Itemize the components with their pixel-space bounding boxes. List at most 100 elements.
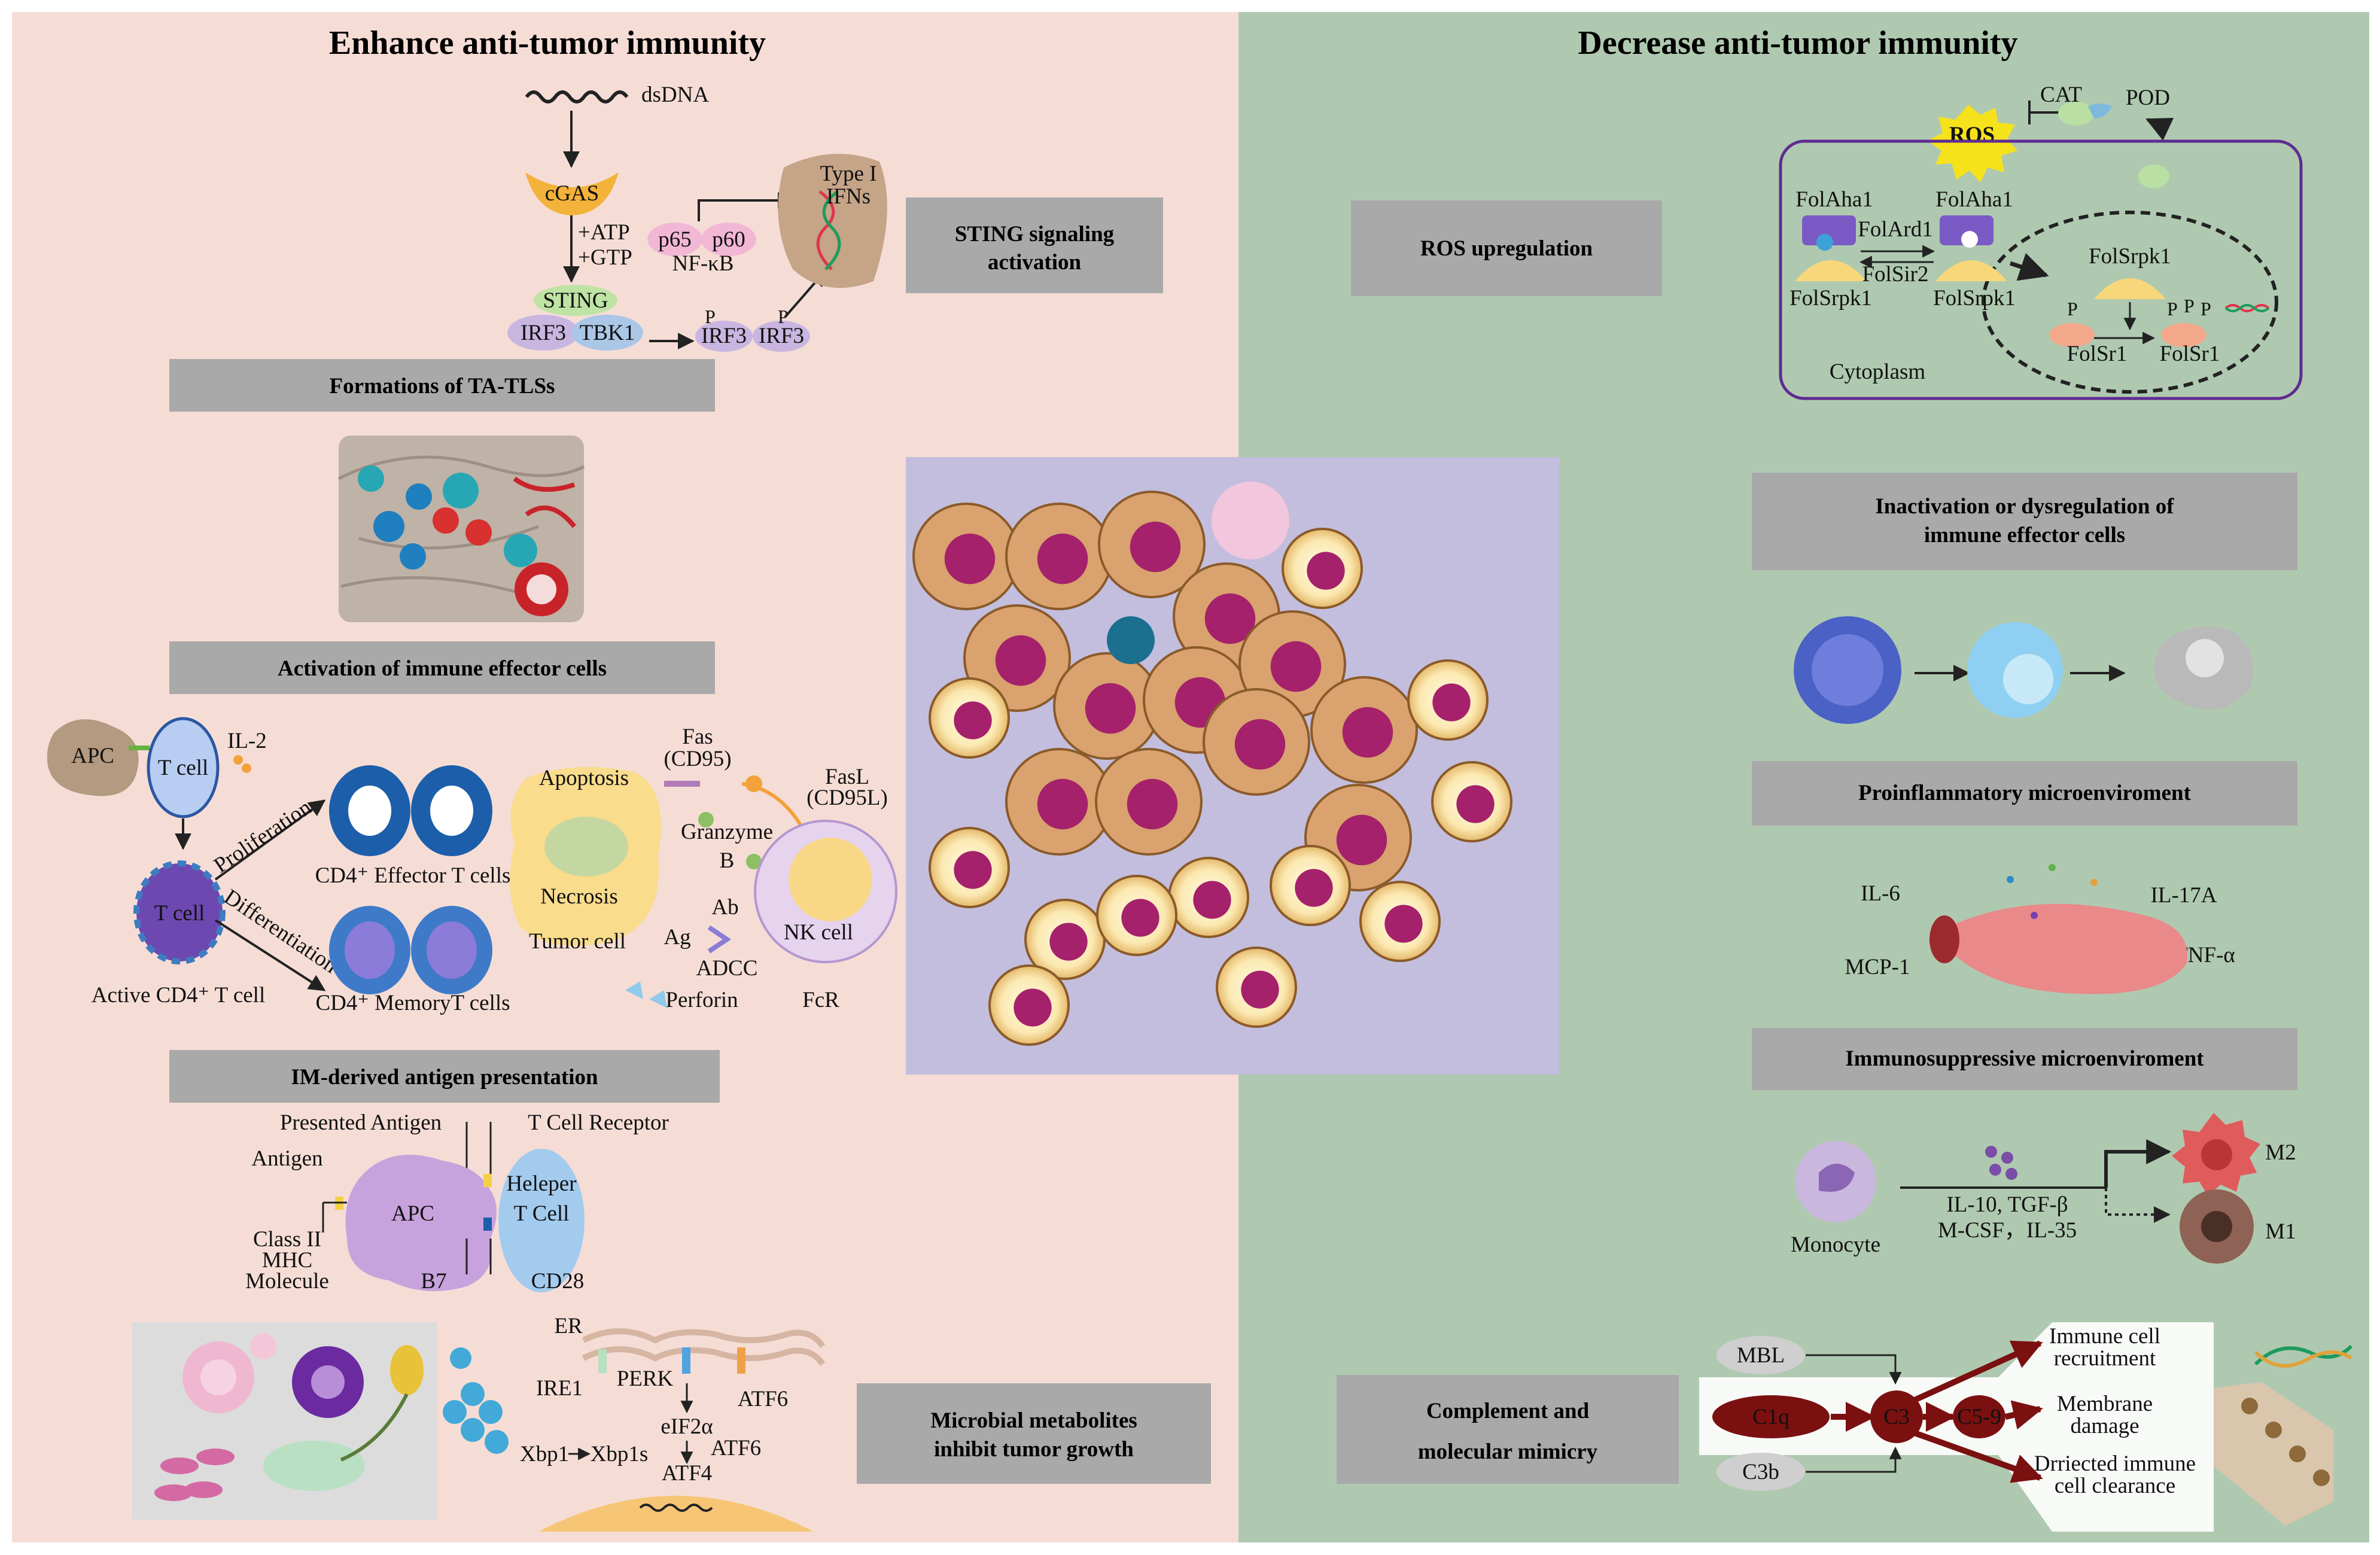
svg-text:FolSrpk1: FolSrpk1 [1933, 286, 2016, 311]
dsdna-helix-icon [525, 90, 629, 104]
svg-text:CD4⁺ Effector T cells: CD4⁺ Effector T cells [315, 863, 511, 888]
svg-text:P: P [2067, 298, 2078, 319]
irf3-p-icon-2 [753, 321, 810, 352]
svg-text:FolArd1: FolArd1 [1858, 217, 1932, 242]
svg-text:recruitment: recruitment [2054, 1346, 2156, 1371]
svg-text:M1: M1 [2265, 1219, 2296, 1244]
sting-pathway: dsDNA cGAS +ATP +GTP STING IRF3 TBK1 p65… [507, 83, 887, 352]
svg-text:B7: B7 [421, 1269, 446, 1294]
svg-text:(CD95L): (CD95L) [806, 786, 888, 810]
svg-text:FolSr1: FolSr1 [2160, 342, 2220, 366]
svg-text:FolSrpk1: FolSrpk1 [1789, 286, 1872, 311]
svg-text:Monocyte: Monocyte [1791, 1233, 1880, 1257]
svg-text:Cytoplasm: Cytoplasm [1830, 360, 1926, 384]
microbes-illustration [132, 1322, 509, 1520]
ros-burst-icon [1928, 105, 2017, 182]
svg-text:Type I: Type I [820, 162, 876, 186]
svg-text:activation: activation [988, 250, 1082, 275]
svg-text:Granzyme: Granzyme [681, 820, 773, 844]
svg-text:NK cell: NK cell [784, 920, 853, 945]
svg-text:P: P [2201, 298, 2211, 319]
svg-text:eIF2α: eIF2α [661, 1414, 713, 1439]
nucleus-ifn-icon [778, 154, 887, 288]
svg-text:IRF3: IRF3 [521, 321, 566, 345]
cell-membrane [1779, 139, 2303, 400]
svg-text:damage: damage [2070, 1414, 2139, 1438]
activation-panel: APC T cell IL-2 T cell Active CD4⁺ T cel… [47, 717, 897, 1015]
box-inactivation: Inactivation or dysregulation of immune … [1752, 473, 2297, 570]
apc-large-icon [345, 1155, 497, 1291]
svg-text:Class II: Class II [253, 1227, 321, 1252]
svg-text:Ab: Ab [711, 895, 738, 920]
cgas-icon [525, 172, 619, 215]
svg-text:IL-17A: IL-17A [2151, 883, 2217, 908]
svg-text:Antigen: Antigen [251, 1146, 322, 1171]
svg-text:IL-2: IL-2 [227, 729, 267, 753]
svg-text:NF-κB: NF-κB [672, 251, 734, 276]
svg-text:inhibit tumor growth: inhibit tumor growth [934, 1437, 1134, 1462]
box-sting: STING signaling activation [906, 197, 1163, 293]
svg-text:M-CSF，IL-35: M-CSF，IL-35 [1938, 1218, 2077, 1243]
p65-protein-icon [647, 223, 702, 256]
svg-text:ATF6: ATF6 [711, 1436, 761, 1460]
svg-text:Xbp1: Xbp1 [520, 1442, 569, 1466]
svg-text:Perforin: Perforin [665, 988, 738, 1012]
svg-text:Activation of immune effector: Activation of immune effector cells [278, 656, 607, 681]
svg-text:Necrosis: Necrosis [540, 884, 617, 909]
svg-text:IL-10, TGF-β: IL-10, TGF-β [1946, 1192, 2068, 1217]
svg-text:Proinflammatory microenviromen: Proinflammatory microenviroment [1858, 781, 2192, 805]
svg-text:T cell: T cell [154, 901, 205, 926]
svg-text:Membrane: Membrane [2057, 1392, 2153, 1416]
svg-text:ER: ER [554, 1314, 583, 1338]
svg-text:T Cell: T Cell [514, 1201, 570, 1226]
svg-text:IL-6: IL-6 [1861, 881, 1900, 906]
svg-text:FolSrpk1: FolSrpk1 [2089, 244, 2171, 269]
svg-text:FolAha1: FolAha1 [1935, 187, 2013, 212]
svg-text:MCP-1: MCP-1 [1845, 955, 1910, 979]
ros-panel: ROS CAT POD FolAha1 FolSrpk1 FolAha1 Fol… [1779, 83, 2303, 400]
svg-text:FolSr1: FolSr1 [2067, 342, 2128, 366]
svg-text:Drriected immune: Drriected immune [2034, 1451, 2196, 1476]
svg-text:ATF4: ATF4 [662, 1461, 712, 1486]
svg-text:Inactivation or dysregulation: Inactivation or dysregulation of [1875, 494, 2174, 519]
svg-text:Heleper: Heleper [506, 1171, 576, 1196]
proinflammatory-panel: IL-6 IL-17A MCP-1 TNF-α [1845, 864, 2235, 994]
svg-text:IM-derived antigen presentatio: IM-derived antigen presentation [291, 1065, 598, 1090]
box-complement: Complement and molecular mimicry [1337, 1375, 1679, 1484]
svg-text:+GTP: +GTP [578, 245, 632, 270]
svg-text:C1q: C1q [1752, 1405, 1789, 1429]
svg-text:Active CD4⁺ T cell: Active CD4⁺ T cell [92, 983, 265, 1008]
svg-text:(CD95): (CD95) [664, 747, 731, 771]
box-ta-tls: Formations of TA-TLSs [169, 359, 715, 412]
svg-text:M2: M2 [2265, 1140, 2296, 1165]
svg-text:P: P [705, 306, 716, 327]
complement-panel: MBL C1q C3 C5-9 C3b Immune cell recruitm… [1699, 1322, 2353, 1532]
svg-text:ROS upregulation: ROS upregulation [1420, 236, 1593, 261]
svg-text:TBK1: TBK1 [580, 321, 635, 345]
apc-cell-icon [47, 719, 139, 796]
svg-text:ROS: ROS [1949, 123, 1995, 147]
svg-text:P: P [2184, 295, 2195, 317]
right-title: Decrease anti-tumor immunity [1578, 25, 2017, 62]
nucleus-membrane [1982, 211, 2278, 394]
svg-text:Xbp1s: Xbp1s [591, 1442, 649, 1466]
svg-text:PERK: PERK [617, 1367, 674, 1391]
antigen-presentation-panel: Presented Antigen T Cell Receptor Antige… [245, 1110, 669, 1294]
svg-text:Complement and: Complement and [1426, 1399, 1590, 1423]
active-t-cell-icon [133, 860, 226, 964]
svg-text:FolAha1: FolAha1 [1795, 187, 1873, 212]
svg-text:T Cell Receptor: T Cell Receptor [528, 1110, 669, 1135]
svg-text:Tumor cell: Tumor cell [529, 929, 626, 954]
tbk1-protein-icon [571, 315, 643, 351]
ta-tls-illustration [337, 436, 585, 622]
svg-text:+ATP: +ATP [578, 220, 630, 245]
svg-text:ADCC: ADCC [696, 956, 758, 981]
svg-text:IRF3: IRF3 [759, 324, 804, 348]
svg-text:cGAS: cGAS [545, 181, 599, 206]
svg-text:Apoptosis: Apoptosis [539, 766, 629, 790]
svg-text:Presented Antigen: Presented Antigen [280, 1110, 442, 1135]
svg-text:Molecule: Molecule [245, 1269, 329, 1294]
svg-text:ATF6: ATF6 [738, 1387, 788, 1411]
box-proinflammatory: Proinflammatory microenviroment [1752, 761, 2297, 826]
svg-text:Microbial metabolites: Microbial metabolites [930, 1408, 1137, 1433]
